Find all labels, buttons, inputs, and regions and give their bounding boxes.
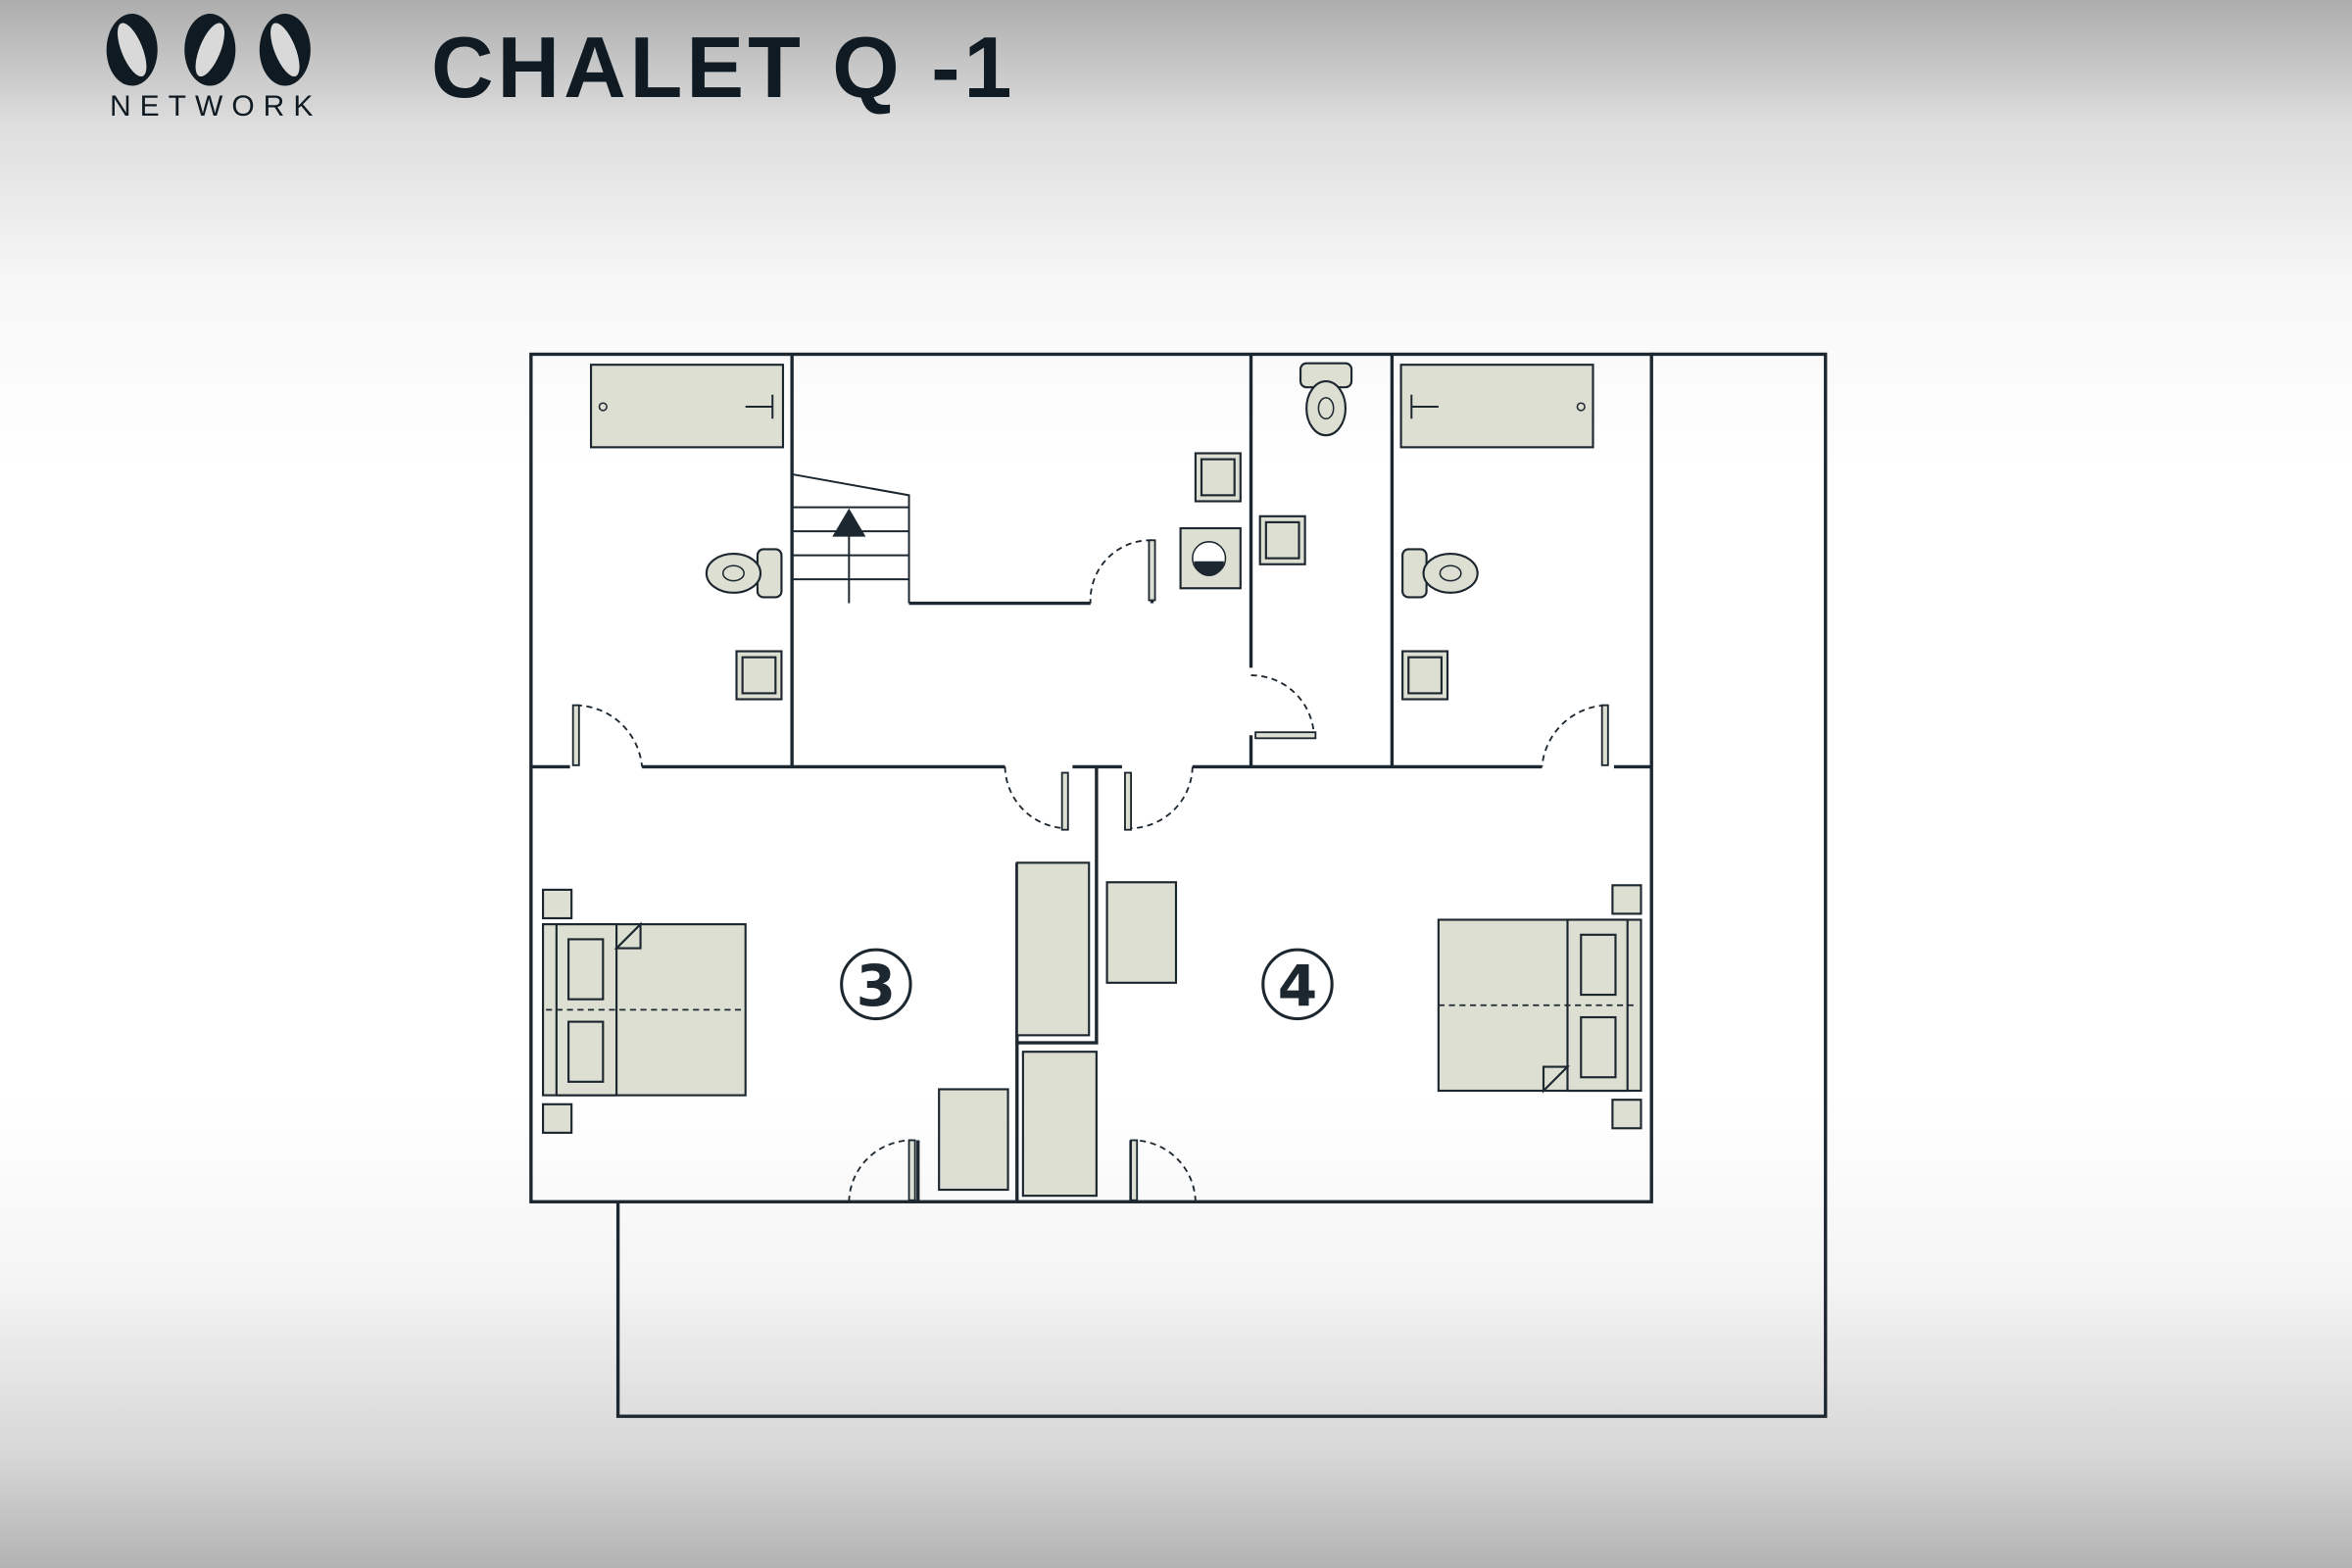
sink-icon: [1258, 514, 1306, 565]
bathtub-left: [589, 364, 785, 449]
sink-icon: [735, 650, 783, 701]
sink-icon: [1194, 452, 1242, 503]
bathtub-right: [1399, 364, 1594, 449]
toilet-icon: [705, 548, 783, 599]
toilet-icon: [1298, 362, 1353, 437]
door-swings: [575, 539, 1605, 1202]
bed-room-3: [542, 888, 747, 1134]
terrace-outline: [615, 352, 1828, 1418]
room-3-label: 3: [840, 948, 912, 1021]
exterior-walls: [529, 352, 1653, 1203]
wardrobes: [938, 861, 1178, 1198]
logo-text: NETWORK: [110, 90, 322, 122]
toilet-icon: [1401, 548, 1479, 599]
room-4-label: 4: [1261, 948, 1334, 1021]
washing-machine-icon: [1179, 526, 1242, 590]
logo-mark: [106, 14, 311, 86]
staircase: [791, 472, 910, 604]
page-title: CHALET Q -1: [431, 19, 1016, 116]
room-number: 4: [1278, 953, 1317, 1019]
room-number: 3: [857, 953, 896, 1019]
sink-icon: [1401, 650, 1449, 701]
bed-room-4: [1437, 884, 1642, 1130]
door-leaves: [571, 539, 1609, 1201]
